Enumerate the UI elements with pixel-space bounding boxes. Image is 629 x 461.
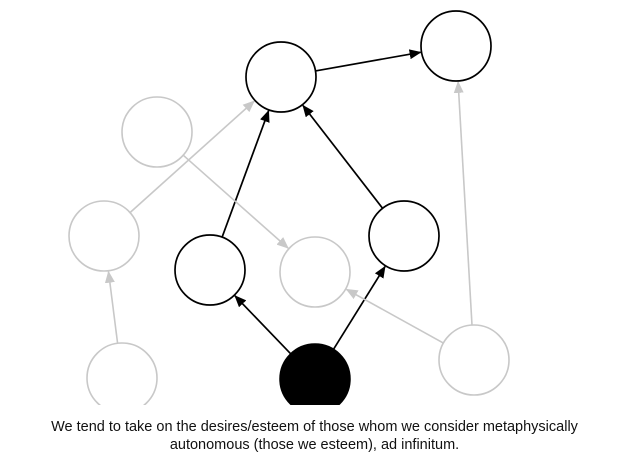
- edge-gray-upper-left-to-gray-center: [182, 154, 289, 249]
- caption-line-2: autonomous (those we esteem), ad infinit…: [169, 437, 460, 453]
- edge-mediator-right-to-model-top: [302, 104, 384, 209]
- edge-gray-bottom-right-to-model-top-right: [453, 80, 473, 326]
- node-gray-bottom-right: [438, 324, 510, 396]
- nodes-layer: [68, 10, 510, 405]
- edge-self-to-mediator-left: [234, 295, 292, 355]
- edge-model-top-to-model-top-right: [315, 49, 422, 72]
- caption-line-1: We tend to take on the desires/esteem of…: [51, 419, 578, 435]
- edge-gray-bottom-right-to-gray-center: [345, 288, 444, 344]
- edge-self-to-mediator-right: [332, 265, 386, 350]
- edges-layer: [104, 49, 473, 355]
- diagram-caption: We tend to take on the desires/esteem of…: [0, 418, 629, 454]
- node-mediator-right: [368, 200, 440, 272]
- edge-gray-bottom-left-to-gray-mid-left: [104, 270, 119, 344]
- node-gray-upper-left: [121, 96, 193, 168]
- edge-gray-mid-left-to-model-top: [129, 100, 255, 214]
- node-model-top: [245, 41, 317, 113]
- node-model-top-right: [420, 10, 492, 82]
- node-self: [279, 343, 351, 405]
- desire-network-diagram: [68, 10, 510, 405]
- node-mediator-left: [174, 234, 246, 306]
- node-gray-center: [279, 236, 351, 308]
- node-gray-mid-left: [68, 200, 140, 272]
- node-gray-bottom-left: [86, 342, 158, 405]
- edge-mediator-left-to-model-top: [221, 109, 270, 238]
